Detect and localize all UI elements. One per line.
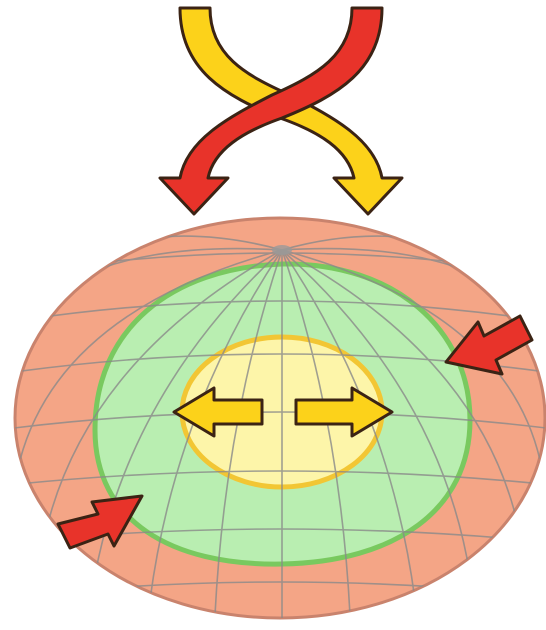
pole-marker xyxy=(272,245,292,255)
